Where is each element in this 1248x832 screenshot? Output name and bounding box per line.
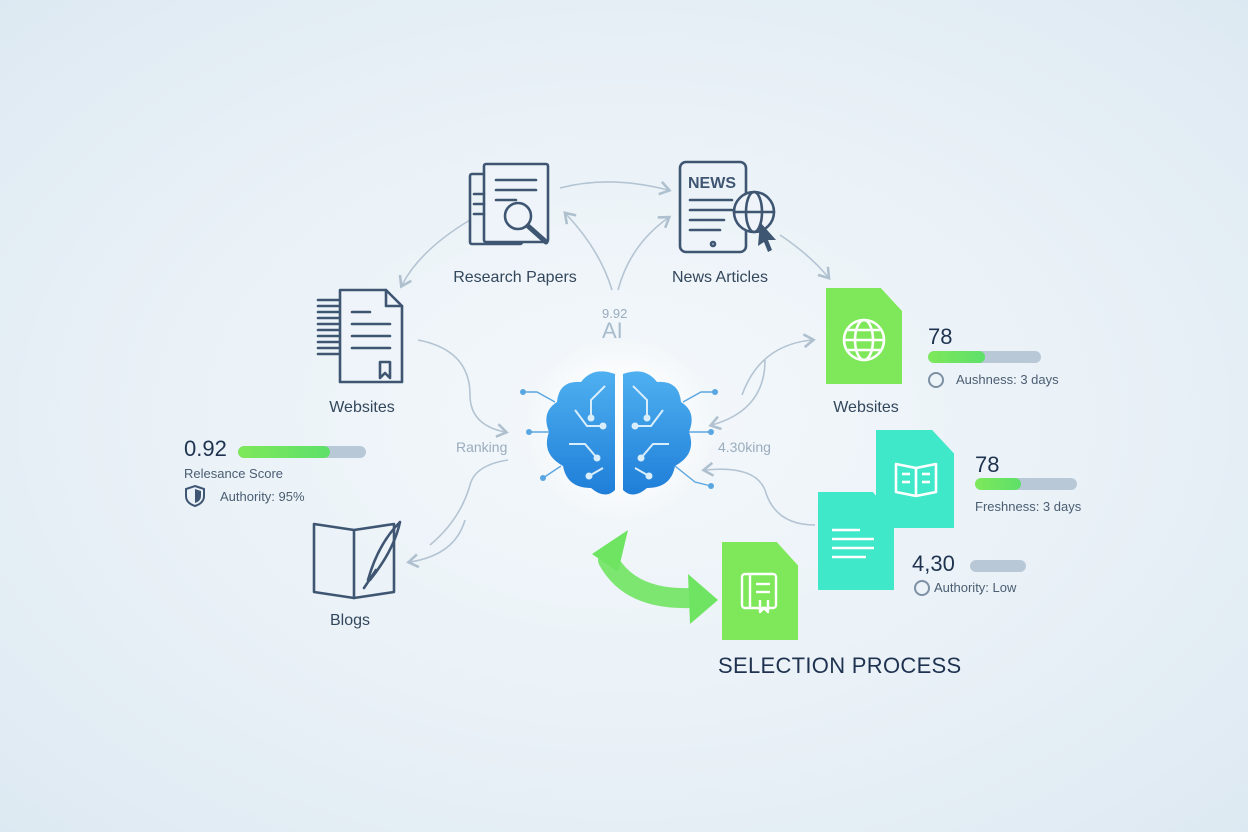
relevance-score-label: Relesance Score [184, 466, 283, 481]
research-papers-label: Research Papers [453, 269, 577, 286]
arrow-right-to-brain [708, 359, 766, 431]
arrow-center-up-left [563, 211, 613, 291]
open-book-icon [894, 462, 938, 498]
selection-process-label: SELECTION PROCESS [718, 653, 962, 678]
research-papers-icon [468, 162, 550, 246]
websites-right-label: Websites [833, 399, 899, 416]
metric3-score: 4,30 [912, 551, 955, 576]
news-articles-icon: NEWS [678, 160, 776, 254]
blogs-icon [312, 520, 402, 600]
authority-label: Authority: 95% [220, 489, 305, 504]
clock-icon-2 [914, 580, 930, 596]
ranking-right-label: 4.30king [718, 439, 771, 455]
ai-label: AI [602, 318, 623, 343]
blogs-label: Blogs [329, 612, 371, 629]
globe-icon [842, 318, 886, 362]
websites-left-label: Websites [329, 399, 395, 416]
bookmark-book-icon [740, 572, 778, 614]
text-lines-icon [832, 528, 874, 559]
metric2-bar [975, 478, 1077, 490]
websites-left-icon [316, 288, 404, 384]
selection-arrowhead-right [688, 574, 718, 624]
arrow-brain-to-blogs [406, 519, 466, 569]
arrow-brain-to-websites-right [741, 333, 816, 396]
ai-brain-icon [520, 371, 718, 495]
arrow-websites-left-to-brain [417, 339, 509, 438]
metric2-note: Freshness: 3 days [975, 499, 1082, 514]
arrow-news-to-websites-right [779, 234, 831, 281]
news-header-text: NEWS [688, 175, 736, 192]
metric1-bar-fill [928, 351, 985, 363]
websites-right-document [826, 288, 902, 384]
metric3-note: Authority: Low [934, 580, 1017, 595]
ranking-left-label: Ranking [456, 439, 508, 455]
selection-arrow [598, 550, 700, 609]
arrow-research-to-websites [398, 219, 471, 289]
metric2-bar-fill [975, 478, 1021, 490]
shield-icon [185, 484, 205, 508]
arrow-center-up-right [617, 215, 672, 291]
metric1-bar [928, 351, 1041, 363]
metric3-bar [970, 560, 1026, 572]
relevance-score-bar [238, 446, 366, 458]
clock-icon [928, 372, 944, 388]
text-document [818, 492, 894, 590]
arrow-lower-right-to-brain [701, 461, 816, 526]
arrow-blogs-to-brain [429, 459, 509, 546]
relevance-score-value: 0.92 [184, 436, 227, 461]
arrow-research-to-news [559, 180, 672, 196]
ai-value: 9.92 [602, 306, 628, 321]
news-articles-label: News Articles [671, 269, 769, 286]
metric1-note: Aushness: 3 days [956, 372, 1059, 387]
metric1-score: 78 [928, 324, 953, 349]
relevance-score-bar-fill [238, 446, 331, 458]
selection-arrowhead-up [592, 530, 628, 572]
metric2-score: 78 [975, 452, 1000, 477]
